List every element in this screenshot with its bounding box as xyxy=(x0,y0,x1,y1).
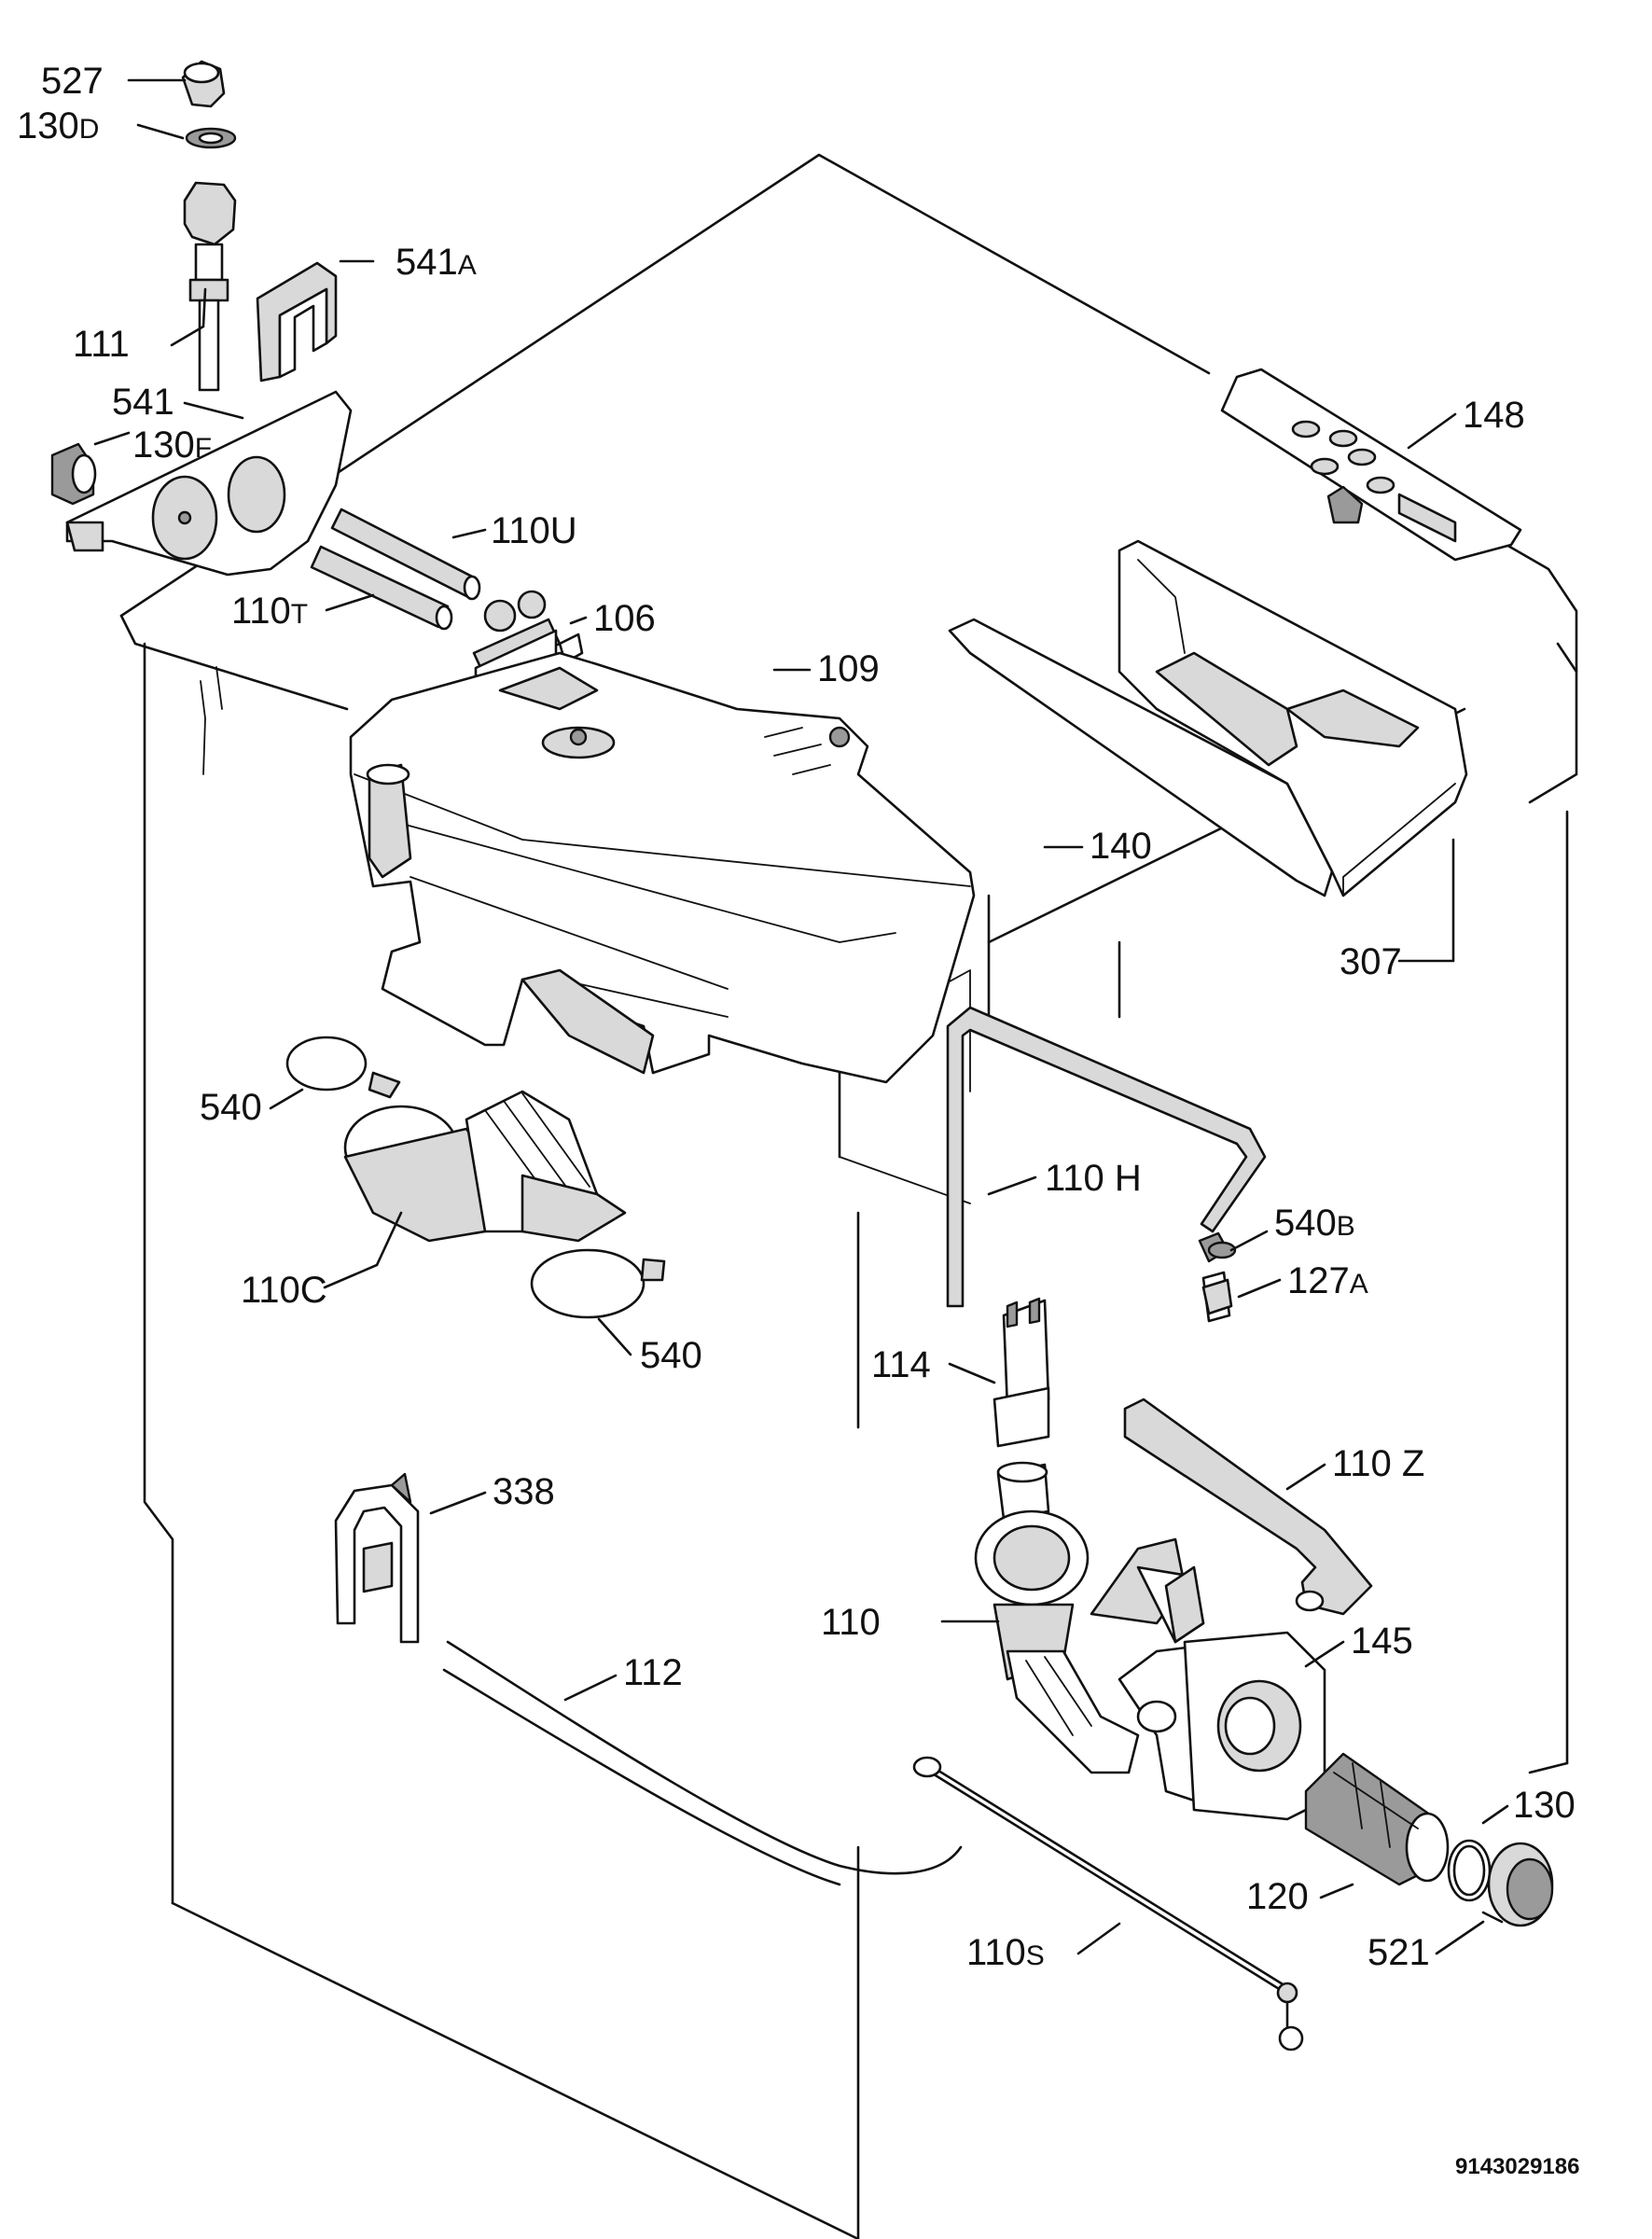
label-148: 148 xyxy=(1463,395,1525,436)
cabinet-outline xyxy=(119,153,1578,2239)
label-109: 109 xyxy=(817,648,880,689)
pump-housing-145 xyxy=(1090,1537,1326,1821)
clamp-part-540-lower xyxy=(530,1248,666,1319)
label-110s: 110S xyxy=(966,1932,1045,1973)
dispenser-housing-109-140 xyxy=(349,651,976,1084)
label-338: 338 xyxy=(493,1471,555,1512)
hose-part-110z xyxy=(1123,1398,1373,1616)
label-110c: 110C xyxy=(241,1270,327,1311)
drain-assembly-110 xyxy=(974,1461,1140,1774)
label-106: 106 xyxy=(593,598,656,639)
label-140: 140 xyxy=(1090,826,1152,867)
label-111: 111 xyxy=(73,324,130,365)
clip-part-541a xyxy=(256,261,338,382)
u-bracket-part-338 xyxy=(334,1472,420,1644)
label-114: 114 xyxy=(871,1344,931,1385)
o-ring-part-130 xyxy=(1447,1839,1492,1902)
hose-end-fittings xyxy=(1201,1241,1237,1315)
label-145: 145 xyxy=(1351,1620,1413,1662)
label-110u: 110U xyxy=(491,510,577,551)
label-120: 120 xyxy=(1246,1876,1309,1917)
hose-part-112 xyxy=(442,1640,963,1886)
label-112: 112 xyxy=(623,1652,683,1693)
rod-part-110s xyxy=(912,1756,1304,2051)
label-130d: 130D xyxy=(17,105,99,146)
label-110: 110 xyxy=(821,1602,881,1643)
cover-part-148 xyxy=(1220,368,1522,562)
drawer-part-307 xyxy=(948,539,1468,897)
small-hoses-110u-110t xyxy=(310,508,481,631)
label-540b: 540B xyxy=(1274,1203,1355,1244)
clamp-part-540-upper xyxy=(285,1036,401,1099)
label-540-upper: 540 xyxy=(200,1087,262,1128)
leader-lines xyxy=(93,78,1509,1955)
filter-part-120 xyxy=(1304,1752,1450,1886)
pressure-chamber-114 xyxy=(993,1297,1050,1448)
label-540-lower: 540 xyxy=(640,1335,702,1376)
inlet-hose-assembly xyxy=(181,60,237,392)
label-307: 307 xyxy=(1340,941,1402,982)
label-541a: 541A xyxy=(396,242,477,283)
label-110t: 110T xyxy=(231,591,308,632)
label-130f: 130F xyxy=(132,424,212,466)
label-127a: 127A xyxy=(1287,1260,1368,1301)
label-541: 541 xyxy=(112,382,174,423)
cap-part-521 xyxy=(1481,1842,1554,1927)
part-labels: 527 130D 541A 111 541 130F 110U 110T 106… xyxy=(17,61,1576,1973)
label-521: 521 xyxy=(1367,1932,1430,1973)
label-527: 527 xyxy=(41,61,104,102)
label-110h: 110 H xyxy=(1045,1158,1142,1199)
bracket-part-541 xyxy=(50,390,353,577)
document-number: 9143029186 xyxy=(1455,2154,1579,2179)
label-130: 130 xyxy=(1513,1785,1576,1826)
label-110z: 110 Z xyxy=(1332,1443,1424,1484)
bellows-part-110c xyxy=(343,1090,627,1243)
